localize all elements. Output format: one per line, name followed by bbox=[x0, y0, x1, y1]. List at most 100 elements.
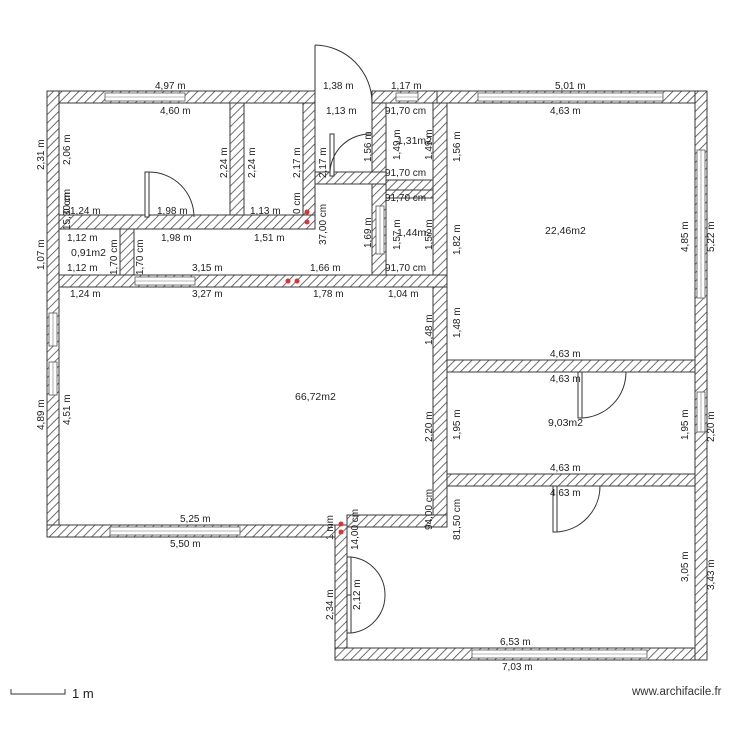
dimension-label: 1,24 m bbox=[70, 289, 101, 300]
dimension-label: 1,38 m bbox=[323, 81, 354, 92]
dimension-label: 0 cm bbox=[292, 192, 303, 214]
dimension-label: 2,24 m bbox=[247, 147, 258, 178]
dimension-label: 4,60 m bbox=[160, 106, 191, 117]
dimension-label: 2,20 m bbox=[424, 411, 435, 442]
dimension-label: 1,48 m bbox=[452, 307, 463, 338]
scale-bar: 1 m bbox=[10, 686, 94, 701]
dimension-label: 2,12 m bbox=[352, 579, 363, 610]
dimension-label: 1,69 m bbox=[363, 217, 374, 248]
dimension-label: 2,24 m bbox=[219, 147, 230, 178]
dimension-label: 91,70 cm bbox=[385, 106, 426, 117]
room-area-wc-top: 1,31m2 bbox=[397, 135, 432, 147]
dimension-label: 1,70 cm bbox=[135, 239, 146, 275]
dimension-label: 94,00 cm bbox=[424, 489, 435, 530]
markers bbox=[285, 209, 344, 535]
dimension-label: 0 cm bbox=[62, 192, 73, 214]
window-top-right bbox=[477, 92, 664, 102]
door-entrance bbox=[314, 44, 373, 104]
dimension-label: 4,63 m bbox=[550, 106, 581, 117]
door-bedroom-bottom bbox=[552, 485, 601, 533]
dimension-label: 5,22 m bbox=[706, 221, 717, 252]
wall-wc-divider-2 bbox=[385, 189, 434, 199]
dimension-label: 1,17 m bbox=[391, 81, 422, 92]
dimension-label: 1,78 m bbox=[313, 289, 344, 300]
dimension-label: 4,89 m bbox=[36, 399, 47, 430]
wall-int-a bbox=[229, 102, 245, 216]
wall-bedroom-split-1 bbox=[446, 359, 696, 373]
dimension-label: 1,12 m bbox=[67, 263, 98, 274]
wall-living-right-lower bbox=[346, 514, 448, 528]
window-right-2 bbox=[696, 391, 706, 433]
dimension-label: 3,27 m bbox=[192, 289, 223, 300]
dimension-label: 1,13 m bbox=[326, 106, 357, 117]
dimension-label: 2,17 m bbox=[292, 147, 303, 178]
wall-wc-divider-1 bbox=[385, 179, 434, 191]
doors bbox=[144, 44, 627, 634]
wall-int-d bbox=[432, 102, 448, 288]
marker bbox=[338, 529, 344, 535]
dimension-label: 1,82 m bbox=[452, 224, 463, 255]
room-areas: 66,72m2 22,46m2 9,03m2 1,31m2 1,44m2 0,9… bbox=[71, 135, 586, 429]
wall-closet-right bbox=[119, 228, 135, 276]
marker bbox=[338, 521, 344, 527]
window-right-1 bbox=[696, 149, 706, 299]
dimension-label: 2,06 m bbox=[62, 134, 73, 165]
dimension-label: 3,05 m bbox=[680, 551, 691, 582]
scale-label: 1 m bbox=[72, 686, 94, 701]
window-corridor bbox=[134, 276, 196, 286]
room-area-bedroom-large: 22,46m2 bbox=[545, 225, 586, 237]
door-double-bottom bbox=[346, 556, 386, 634]
dimension-label: 1,24 m bbox=[70, 206, 101, 217]
window-top-left bbox=[104, 92, 186, 102]
brand-watermark: www.archifacile.fr bbox=[631, 686, 722, 698]
dimension-label: 2,17 m bbox=[318, 147, 329, 178]
dimension-label: 15,30 cm bbox=[62, 189, 73, 230]
dimension-label: 1,04 m bbox=[388, 289, 419, 300]
room-area-wc-mid: 1,44m2 bbox=[397, 227, 432, 239]
marker bbox=[304, 219, 310, 225]
dimension-label: 1,98 m bbox=[157, 206, 188, 217]
dimension-label: 7,03 m bbox=[502, 662, 533, 673]
door-bedroom-mid bbox=[577, 371, 627, 419]
window-top-small bbox=[395, 92, 419, 102]
wall-bedroom-split-2 bbox=[446, 473, 696, 487]
dimension-label: 3,15 m bbox=[192, 263, 223, 274]
wall-corridor-bottom bbox=[58, 274, 448, 288]
door-wc-top bbox=[329, 133, 373, 177]
window-bottom-right bbox=[471, 649, 648, 659]
window-left-2 bbox=[48, 361, 58, 396]
dimension-label: 91,70 cm bbox=[385, 168, 426, 179]
dimension-label: 1,95 m bbox=[680, 409, 691, 440]
window-left-1 bbox=[48, 312, 58, 347]
marker bbox=[304, 209, 310, 215]
dimension-label: 1,07 m bbox=[36, 239, 47, 270]
dimension-label: 1,51 m bbox=[254, 233, 285, 244]
dimension-label: 4,97 m bbox=[155, 81, 186, 92]
wall-int-b bbox=[302, 102, 316, 224]
dimension-label: 4,63 m bbox=[550, 349, 581, 360]
dimensions: 4,97 m 4,60 m 1,38 m 1,13 m 1,17 m 91,70… bbox=[36, 81, 717, 673]
windows bbox=[48, 92, 706, 659]
wall-right-block-left bbox=[432, 286, 448, 528]
dimension-label: 91,70 cm bbox=[385, 193, 426, 204]
dimension-label: 2,31 m bbox=[36, 139, 47, 170]
marker bbox=[294, 278, 300, 284]
dimension-label: 6,53 m bbox=[500, 637, 531, 648]
dimension-label: 1,48 m bbox=[424, 314, 435, 345]
dimension-label: 1,13 m bbox=[250, 206, 281, 217]
dimension-label: 1,49 m bbox=[424, 129, 435, 160]
dimension-label: 5,50 m bbox=[170, 539, 201, 550]
dimension-label: 1,98 m bbox=[161, 233, 192, 244]
dimension-label: 1 mm bbox=[325, 515, 336, 540]
dimension-label: 1,57 m bbox=[392, 219, 403, 250]
dimension-label: 1,57 m bbox=[424, 219, 435, 250]
dimension-label: 1,66 m bbox=[310, 263, 341, 274]
dimension-label: 37,00 cm bbox=[318, 204, 329, 245]
window-bottom-left bbox=[109, 526, 241, 536]
dimension-label: 4,85 m bbox=[680, 221, 691, 252]
dimension-label: 91,70 cm bbox=[385, 263, 426, 274]
dimension-label: 1,70 cm bbox=[109, 239, 120, 275]
room-area-living: 66,72m2 bbox=[295, 391, 336, 403]
dimension-label: 5,01 m bbox=[555, 81, 586, 92]
